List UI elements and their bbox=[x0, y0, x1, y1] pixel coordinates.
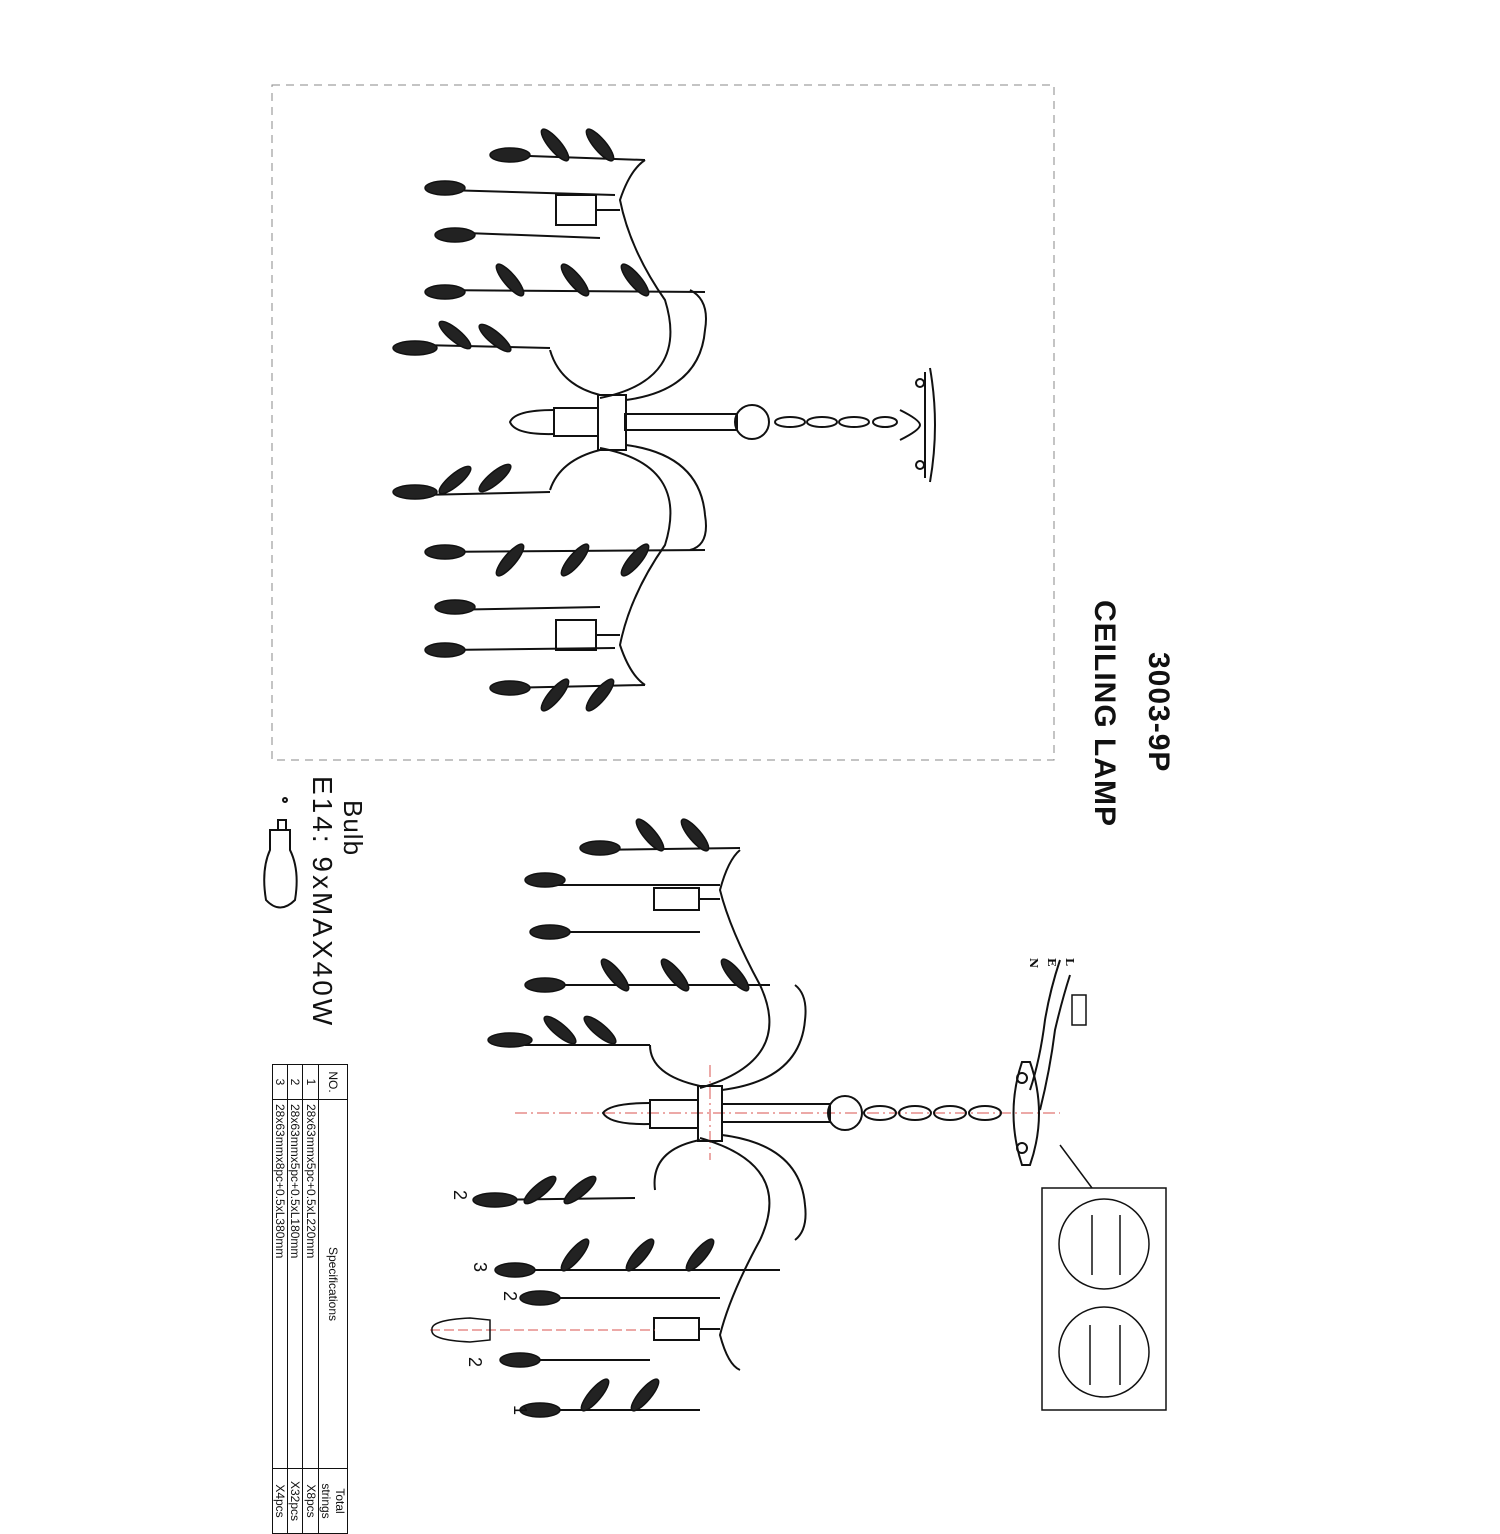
drawing-sheet: 3003-9P CEILING LAMP Bulb E14: 9xMAX40W … bbox=[263, 84, 1175, 1534]
view-frame bbox=[271, 84, 1055, 761]
side-canopy bbox=[1012, 1061, 1040, 1166]
table-header: NO. bbox=[318, 1064, 348, 1100]
callout-number: 2 bbox=[465, 1357, 485, 1368]
side-candle bbox=[431, 1317, 491, 1343]
top-rod bbox=[624, 413, 738, 431]
table-header: Specifications bbox=[318, 1099, 348, 1469]
bulb-spec: E14: 9xMAX40W bbox=[307, 776, 338, 1029]
callout-number: 3 bbox=[470, 1262, 490, 1273]
top-body bbox=[597, 394, 627, 451]
table-row: 3 28x63mmx8pc+0.5xL380mm X4pcs bbox=[272, 1064, 288, 1534]
table-cell: X4pcs bbox=[272, 1468, 288, 1534]
top-chain bbox=[734, 404, 898, 440]
top-canopy bbox=[924, 367, 936, 483]
table-cell: 28x63mmx5pc+0.5xL220mm bbox=[302, 1099, 319, 1469]
product-title: CEILING LAMP bbox=[1088, 600, 1121, 827]
side-chain bbox=[827, 1095, 1002, 1131]
side-crystals bbox=[472, 818, 750, 1418]
power-cord bbox=[1029, 959, 1071, 1111]
top-crystal-strings bbox=[419, 154, 706, 689]
table-header-row: NO. Specifications Total strings bbox=[318, 1064, 348, 1534]
installation-callout bbox=[1041, 1187, 1167, 1411]
table-header: Total strings bbox=[318, 1468, 348, 1534]
table-cell: 28x63mmx8pc+0.5xL380mm bbox=[272, 1099, 288, 1469]
spec-table: NO. Specifications Total strings 1 28x63… bbox=[272, 1064, 348, 1534]
top-crystals bbox=[392, 128, 650, 712]
table-cell: X32pcs bbox=[287, 1468, 303, 1534]
callout-number: 2 bbox=[450, 1190, 470, 1201]
table-cell: 2 bbox=[287, 1064, 303, 1100]
callout-number: 2 bbox=[500, 1291, 520, 1302]
table-cell: X8pcs bbox=[302, 1468, 319, 1534]
table-cell: 28x63mmx5pc+0.5xL180mm bbox=[287, 1099, 303, 1469]
wire-label-l: L bbox=[1063, 958, 1076, 966]
bulb-title: Bulb bbox=[338, 800, 368, 857]
top-view-lamp bbox=[392, 128, 936, 712]
table-cell: 3 bbox=[272, 1064, 288, 1100]
table-cell: 1 bbox=[302, 1064, 319, 1100]
callout-number: 1 bbox=[510, 1405, 530, 1416]
wire-label-e: E bbox=[1045, 958, 1058, 967]
candle-bulb-icon bbox=[263, 797, 298, 909]
top-candle bbox=[508, 409, 555, 436]
table-row: 1 28x63mmx5pc+0.5xL220mm X8pcs bbox=[302, 1064, 319, 1534]
terminal-block bbox=[1071, 994, 1087, 1026]
drawing-canvas bbox=[263, 84, 1167, 1418]
model-code: 3003-9P bbox=[1142, 652, 1175, 773]
table-row: 2 28x63mmx5pc+0.5xL180mm X32pcs bbox=[287, 1064, 303, 1534]
side-view-lamp bbox=[430, 818, 1167, 1418]
wire-label-n: N bbox=[1027, 958, 1040, 969]
